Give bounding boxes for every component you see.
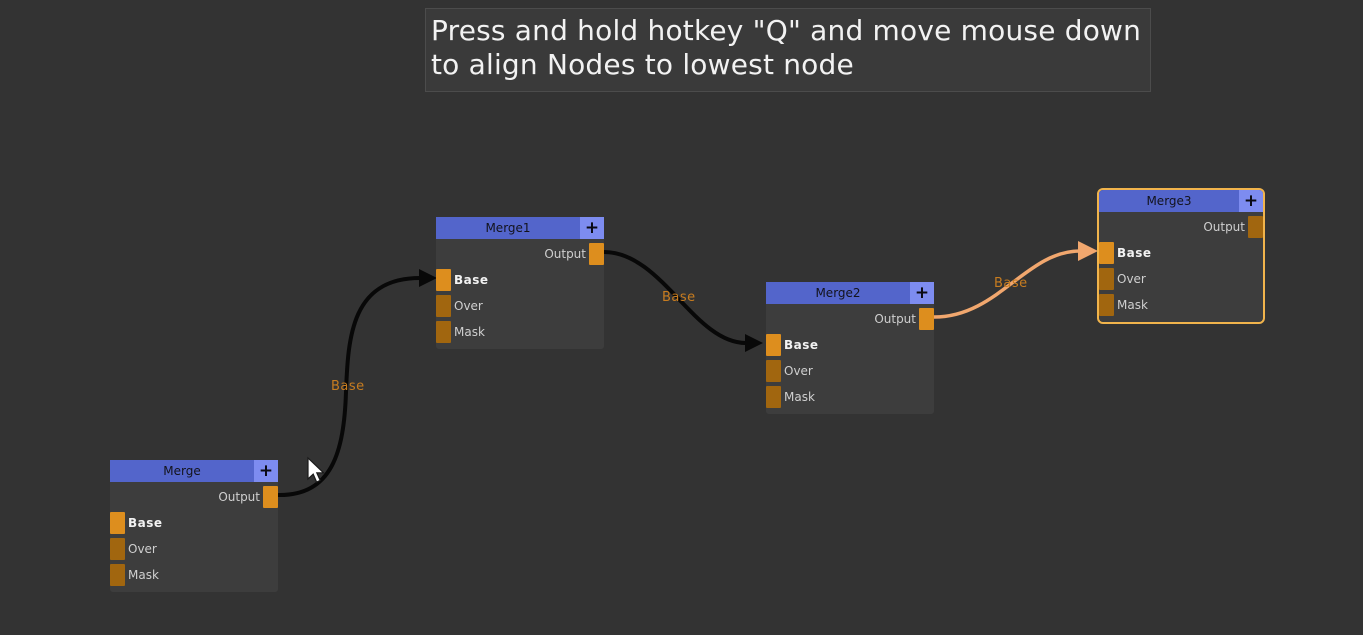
input-label-base: Base (128, 516, 163, 530)
input-row-mask: Mask (436, 319, 604, 345)
node-body: Output Base Over Mask (1099, 212, 1263, 322)
cable-arrowhead-merge3-base (1078, 241, 1098, 261)
output-label: Output (874, 312, 916, 326)
node-header[interactable]: Merge + (110, 460, 278, 482)
input-port-mask[interactable] (766, 386, 781, 408)
input-label-over: Over (1117, 272, 1146, 286)
node-title: Merge2 (815, 286, 861, 300)
connection-label-base-1: Base (331, 379, 365, 394)
output-label: Output (544, 247, 586, 261)
input-row-mask: Mask (766, 384, 934, 410)
input-row-mask: Mask (110, 562, 278, 588)
output-row: Output (1099, 214, 1263, 240)
input-row-mask: Mask (1099, 292, 1263, 318)
input-label-mask: Mask (784, 390, 815, 404)
output-row: Output (436, 241, 604, 267)
cable-arrowhead-merge2-base (745, 334, 763, 352)
input-row-over: Over (1099, 266, 1263, 292)
output-port[interactable] (1248, 216, 1263, 238)
node-merge1[interactable]: Merge1 + Output Base Over Mask (436, 217, 604, 349)
node-title: Merge1 (485, 221, 531, 235)
input-label-mask: Mask (454, 325, 485, 339)
add-input-button[interactable]: + (910, 282, 934, 304)
input-label-base: Base (1117, 246, 1152, 260)
connection-label-base-3: Base (994, 276, 1028, 291)
input-label-mask: Mask (128, 568, 159, 582)
node-body: Output Base Over Mask (110, 482, 278, 592)
input-port-base[interactable] (110, 512, 125, 534)
node-body: Output Base Over Mask (766, 304, 934, 414)
mouse-cursor-icon (307, 456, 325, 483)
input-row-over: Over (766, 358, 934, 384)
node-body: Output Base Over Mask (436, 239, 604, 349)
input-row-base: Base (436, 267, 604, 293)
cable-merge2-to-merge3[interactable] (933, 249, 1081, 319)
instruction-line-1: Press and hold hotkey "Q" and move mouse… (431, 14, 1142, 47)
output-label: Output (1203, 220, 1245, 234)
output-port[interactable] (589, 243, 604, 265)
node-merge[interactable]: Merge + Output Base Over Mask (110, 460, 278, 592)
input-row-over: Over (110, 536, 278, 562)
node-merge3-selected[interactable]: Merge3 + Output Base Over Mask (1097, 188, 1265, 324)
input-port-over[interactable] (766, 360, 781, 382)
input-row-base: Base (766, 332, 934, 358)
node-merge2[interactable]: Merge2 + Output Base Over Mask (766, 282, 934, 414)
input-port-mask[interactable] (436, 321, 451, 343)
input-port-over[interactable] (110, 538, 125, 560)
node-header[interactable]: Merge2 + (766, 282, 934, 304)
input-port-over[interactable] (436, 295, 451, 317)
input-row-over: Over (436, 293, 604, 319)
input-port-over[interactable] (1099, 268, 1114, 290)
input-label-over: Over (454, 299, 483, 313)
cable-merge1-to-merge2[interactable] (603, 250, 747, 345)
node-title: Merge3 (1146, 194, 1192, 208)
add-input-button[interactable]: + (254, 460, 278, 482)
add-input-button[interactable]: + (1239, 190, 1263, 212)
input-label-mask: Mask (1117, 298, 1148, 312)
connection-label-base-2: Base (662, 290, 696, 305)
output-row: Output (110, 484, 278, 510)
node-header[interactable]: Merge1 + (436, 217, 604, 239)
input-port-base[interactable] (766, 334, 781, 356)
input-label-over: Over (784, 364, 813, 378)
input-port-mask[interactable] (1099, 294, 1114, 316)
cable-merge-to-merge1[interactable] (277, 276, 421, 498)
output-port[interactable] (263, 486, 278, 508)
output-label: Output (218, 490, 260, 504)
output-row: Output (766, 306, 934, 332)
node-header[interactable]: Merge3 + (1099, 190, 1263, 212)
input-row-base: Base (1099, 240, 1263, 266)
input-label-over: Over (128, 542, 157, 556)
input-label-base: Base (454, 273, 489, 287)
node-title: Merge (163, 464, 201, 478)
instruction-line-2: to align Nodes to lowest node (431, 48, 854, 81)
add-input-button[interactable]: + (580, 217, 604, 239)
cable-arrowhead-merge1-base (419, 269, 437, 287)
input-port-base[interactable] (436, 269, 451, 291)
instruction-banner: Press and hold hotkey "Q" and move mouse… (425, 8, 1151, 92)
input-port-mask[interactable] (110, 564, 125, 586)
input-row-base: Base (110, 510, 278, 536)
output-port[interactable] (919, 308, 934, 330)
input-port-base[interactable] (1099, 242, 1114, 264)
input-label-base: Base (784, 338, 819, 352)
